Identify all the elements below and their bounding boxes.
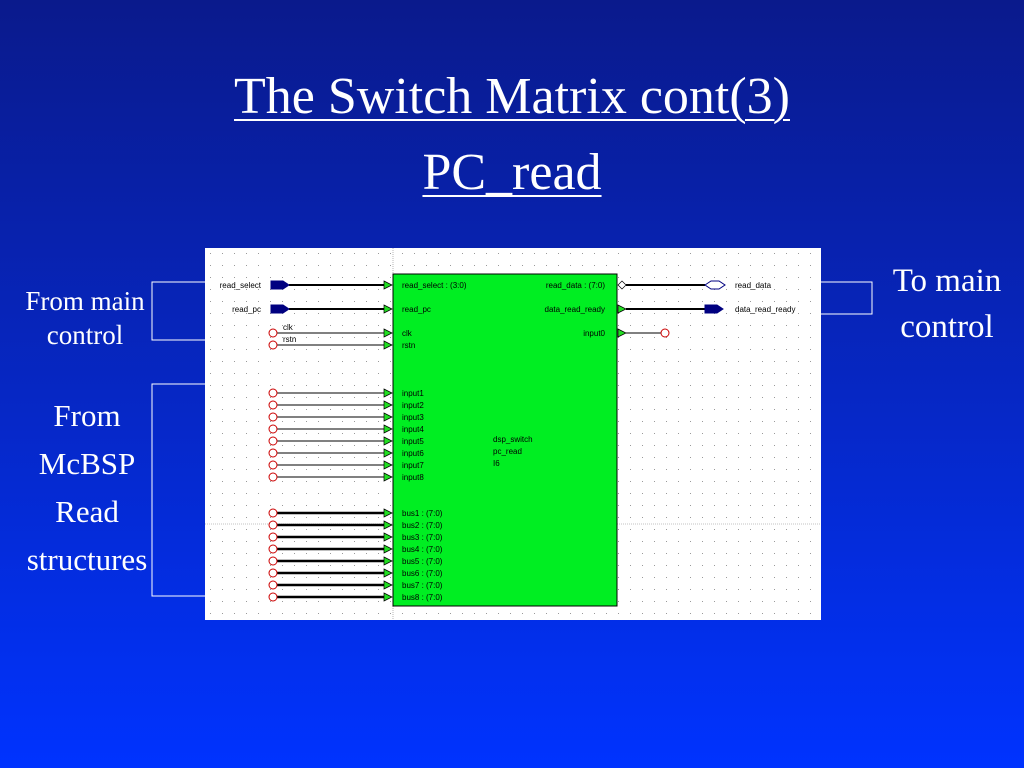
pin-arrow [383,460,393,470]
slide-subtitle: PC_read [422,144,602,201]
port-terminal [268,556,278,566]
port-terminal [268,388,278,398]
pin-label: read_select : (3:0) [402,281,467,290]
bracket-from-main [151,281,205,341]
pin-arrow [383,448,393,458]
port-terminal [268,472,278,482]
port-terminal [270,304,290,314]
port-terminal [268,568,278,578]
port-terminal [268,460,278,470]
pin-label: input2 [402,401,424,410]
bracket-mcbsp [151,383,205,597]
pin-label: bus6 : (7:0) [402,569,443,578]
port-terminal [270,280,290,290]
pin-label: read_pc [402,305,431,314]
label-to-main-control: To main control [872,258,1022,350]
pin-label: input6 [402,449,424,458]
port-terminal [268,520,278,530]
pin-arrow [617,328,627,338]
bracket-to-main [821,281,873,315]
pin-label: input5 [402,437,424,446]
pin-arrow [383,280,393,290]
pin-label: bus3 : (7:0) [402,533,443,542]
pin-label: bus2 : (7:0) [402,521,443,530]
port-terminal [660,328,670,338]
port-terminal [268,448,278,458]
pin-label: input4 [402,425,424,434]
pin-arrow [383,592,393,602]
pin-arrow [383,472,393,482]
pin-arrow [617,280,627,290]
pin-label: input3 [402,413,424,422]
pin-arrow [383,532,393,542]
pin-arrow [383,328,393,338]
label-line: control [46,320,124,350]
slide-title: The Switch Matrix cont(3) [234,68,790,125]
pin-label: data_read_ready [545,305,606,314]
pin-arrow [383,412,393,422]
schematic-canvas: read_select read_select : (3:0) read_pc rea… [205,248,821,620]
pin-label: read_data : (7:0) [546,281,605,290]
pin-arrow [383,508,393,518]
pin-arrow [383,556,393,566]
port-terminal [268,580,278,590]
label-line: structures [26,542,148,577]
instance-label: dsp_switch [493,435,533,444]
port-terminal [704,304,724,314]
instance-label: I6 [493,459,500,468]
port-label: read_select [220,281,262,290]
port-terminal [268,412,278,422]
pin-label: bus1 : (7:0) [402,509,443,518]
label-line: From main [25,286,145,316]
pin-label: input0 [583,329,605,338]
pin-arrow [617,304,627,314]
pin-label: bus7 : (7:0) [402,581,443,590]
label-line: control [900,309,994,345]
pin-label: input7 [402,461,424,470]
port-terminal [268,436,278,446]
pin-label: bus5 : (7:0) [402,557,443,566]
pin-label: input8 [402,473,424,482]
pin-arrow [383,580,393,590]
pin-arrow [383,400,393,410]
port-label: clk [283,323,294,332]
pin-arrow [383,388,393,398]
port-terminal [704,280,726,290]
pin-arrow [383,544,393,554]
pin-label: bus8 : (7:0) [402,593,443,602]
port-terminal [268,340,278,350]
port-label: read_pc [232,305,261,314]
pin-arrow [383,340,393,350]
port-label: read_data [735,281,772,290]
port-terminal [268,508,278,518]
pin-arrow [383,304,393,314]
port-terminal [268,532,278,542]
pin-arrow [383,436,393,446]
port-label: rstn [283,335,296,344]
instance-label: pc_read [493,447,522,456]
pins: read_select read_select : (3:0) read_pc rea… [220,280,796,602]
port-terminal [268,400,278,410]
port-terminal [268,544,278,554]
label-line: To main [892,263,1002,299]
port-terminal [268,592,278,602]
pin-label: rstn [402,341,415,350]
label-line: McBSP [38,446,136,481]
wires [277,284,705,599]
port-terminal [268,424,278,434]
label-line: Read [55,494,119,529]
label-line: From [53,398,121,433]
label-from-main-control: From main control [4,284,166,352]
port-label: data_read_ready [735,305,796,314]
pin-label: bus4 : (7:0) [402,545,443,554]
pc-read-block [392,273,618,607]
pin-label: input1 [402,389,424,398]
port-terminal [268,328,278,338]
label-from-mcbsp: From McBSP Read structures [2,392,172,584]
pin-label: clk [402,329,413,338]
pin-arrow [383,568,393,578]
pin-arrow [383,424,393,434]
pin-arrow [383,520,393,530]
